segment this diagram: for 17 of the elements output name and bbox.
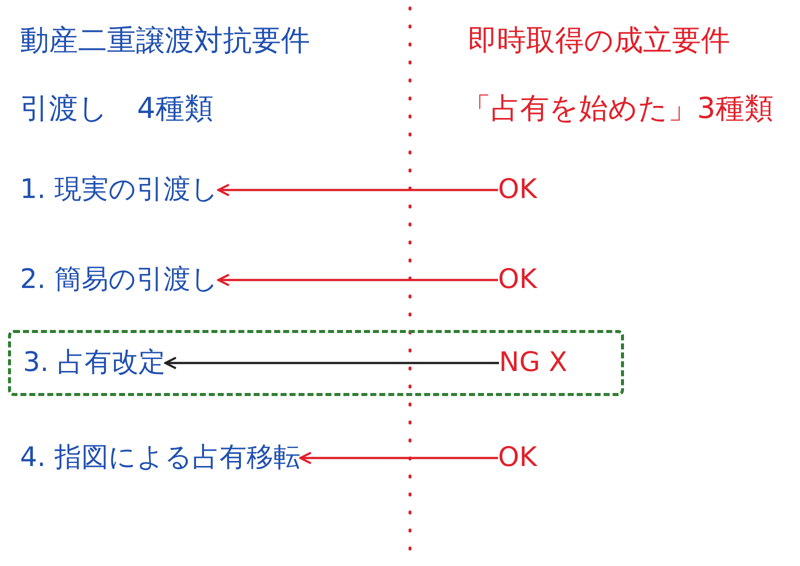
arrow [217, 274, 498, 286]
heading-text: 引渡し 4種類 [20, 90, 214, 126]
heading-text: 「占有を始めた」3種類 [462, 90, 774, 126]
heading-text: 動産二重譲渡対抗要件 [20, 22, 310, 58]
status-text: OK [498, 262, 537, 298]
list-item-text: 2. 簡易の引渡し [20, 262, 218, 298]
list-item-text: 4. 指図による占有移転 [20, 440, 300, 476]
list-item-text: 1. 現実の引渡し [20, 172, 218, 208]
arrow [299, 452, 498, 464]
status-text: OK [498, 440, 537, 476]
status-text: OK [498, 172, 537, 208]
heading-text: 即時取得の成立要件 [468, 22, 730, 58]
arrow [217, 184, 498, 196]
status-text: NG X [499, 345, 568, 381]
highlight-frame [8, 330, 624, 396]
list-item-text: 3. 占有改定 [23, 345, 166, 381]
arrow [164, 356, 499, 370]
